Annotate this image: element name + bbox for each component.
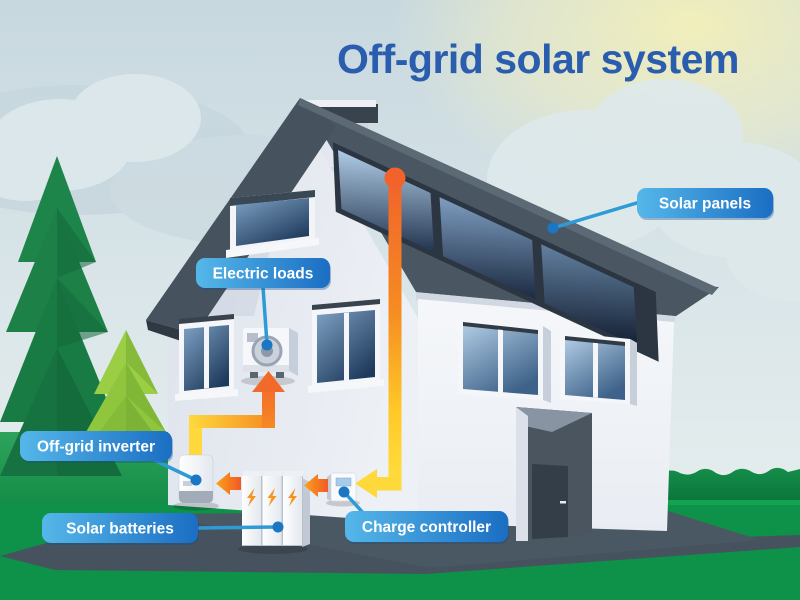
label-off-grid-inverter-text: Off-grid inverter bbox=[37, 439, 155, 456]
window bbox=[458, 318, 551, 403]
cloud bbox=[725, 198, 800, 302]
page-title: Off-grid solar system bbox=[337, 36, 739, 82]
controller-screen bbox=[335, 477, 352, 487]
door-entry bbox=[516, 407, 592, 541]
wiring bbox=[189, 167, 406, 498]
callout-dot bbox=[338, 486, 350, 498]
wire-origin-dot bbox=[384, 167, 406, 189]
inverter-wire bbox=[189, 371, 285, 459]
door-handle bbox=[560, 501, 566, 504]
flow-arrows bbox=[216, 472, 328, 497]
label-off-grid-inverter: Off-grid inverter bbox=[20, 431, 173, 463]
attic-window bbox=[226, 190, 319, 258]
arrow-controller-to-batteries bbox=[304, 474, 328, 497]
battery-cell bbox=[283, 471, 304, 545]
callout-dot bbox=[272, 521, 284, 533]
front-door bbox=[532, 464, 568, 539]
arrow-left-icon bbox=[355, 469, 377, 498]
pine-tree-dark bbox=[0, 156, 122, 476]
arrow-left-icon bbox=[304, 474, 318, 497]
callout-dot bbox=[261, 339, 273, 351]
solar-panel-icon bbox=[541, 244, 638, 347]
label-electric-loads-text: Electric loads bbox=[213, 266, 314, 283]
callout-dots bbox=[190, 222, 559, 533]
callout-labels: Solar panels Electric loads Off-grid inv… bbox=[20, 188, 774, 545]
label-solar-batteries-text: Solar batteries bbox=[66, 521, 174, 538]
roof-ridge-highlight bbox=[298, 98, 718, 295]
arrow-up-icon bbox=[252, 371, 285, 392]
hedge-right bbox=[663, 467, 800, 505]
pv-wire bbox=[355, 167, 406, 498]
callout-line bbox=[195, 525, 280, 530]
battery-cell bbox=[242, 471, 263, 545]
label-electric-loads: Electric loads bbox=[196, 258, 331, 290]
window bbox=[175, 314, 238, 401]
house bbox=[146, 98, 719, 541]
solar-panel-icon bbox=[439, 197, 536, 300]
callout-dot bbox=[190, 474, 202, 486]
solar-panel-array bbox=[332, 142, 659, 362]
window bbox=[308, 299, 384, 393]
arrow-left-icon bbox=[216, 472, 230, 495]
label-charge-controller: Charge controller bbox=[345, 511, 509, 544]
label-solar-panels: Solar panels bbox=[637, 188, 774, 220]
callout-dot bbox=[547, 222, 559, 234]
battery-cell bbox=[262, 471, 284, 545]
solar-panel-icon bbox=[338, 150, 435, 252]
label-solar-panels-text: Solar panels bbox=[659, 196, 751, 213]
callout-line bbox=[551, 200, 642, 230]
callout-line bbox=[261, 285, 269, 346]
window bbox=[560, 332, 637, 406]
ac-vent bbox=[247, 333, 258, 342]
arrow-batteries-to-inverter bbox=[216, 472, 241, 495]
battery-bank bbox=[238, 471, 310, 554]
label-solar-batteries: Solar batteries bbox=[42, 513, 199, 545]
label-charge-controller-text: Charge controller bbox=[362, 519, 491, 536]
callout-line bbox=[150, 457, 198, 482]
inverter-label-plate bbox=[183, 481, 192, 486]
